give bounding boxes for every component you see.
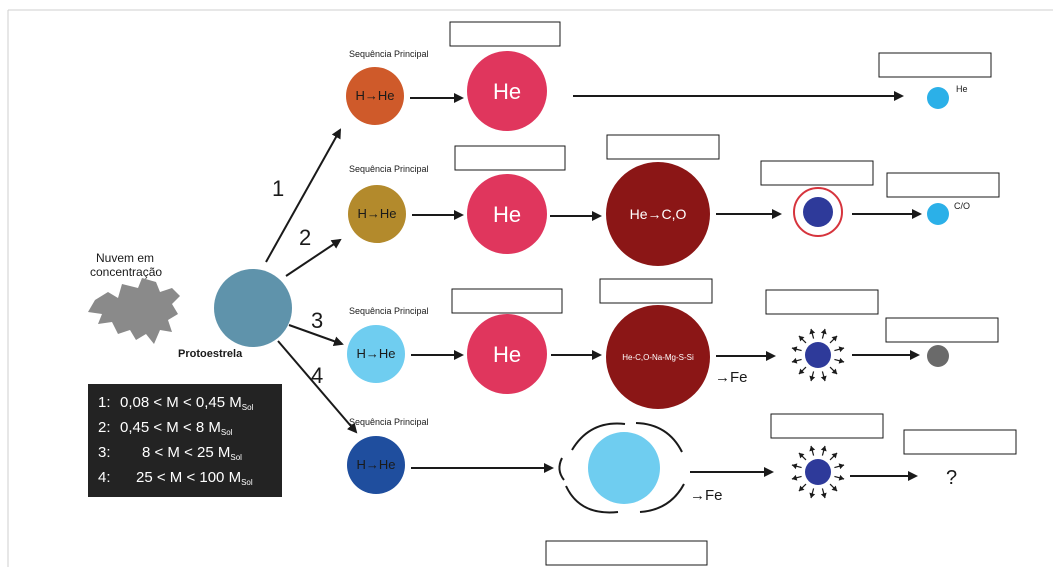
supernova-ray-head	[820, 375, 827, 382]
cloud-label-line1: Nuvem em	[96, 251, 154, 265]
branch-arrow-4	[277, 340, 358, 434]
remnant-label-row1: He	[956, 84, 968, 94]
supernova-ray-head	[831, 368, 838, 375]
blank-box-row4-remnant[interactable]	[903, 429, 1017, 455]
supernova-ray-head	[820, 328, 827, 335]
blank-box-row4-wolf-rayet[interactable]	[545, 540, 708, 566]
blank-box-row3-remnant[interactable]	[885, 317, 999, 343]
supernova-ray-head	[798, 485, 805, 492]
supernova-ray-head	[791, 463, 798, 470]
white-dwarf-row1	[927, 87, 949, 109]
blank-box-row2-he[interactable]	[454, 145, 566, 171]
path-number-4: 4	[311, 363, 323, 388]
legend-num-2: 2:	[98, 419, 111, 436]
supernova-ray-head	[809, 328, 816, 335]
ms-star-row4	[347, 436, 405, 494]
branch-arrow-1	[265, 128, 341, 263]
fe-label-row3: →Fe	[715, 369, 748, 386]
ms-label-row4: Sequência Principal	[349, 417, 429, 427]
ms-label-row1: Sequência Principal	[349, 49, 429, 59]
he-label-row1: He	[493, 79, 521, 104]
branch-arrow-3	[288, 324, 344, 347]
ms-star-row3	[347, 325, 405, 383]
supernova-ray-head	[798, 368, 805, 375]
he-star-row3	[467, 314, 547, 394]
supernova-rays-row3	[791, 328, 845, 382]
wolf-rayet-star-row4	[588, 432, 660, 504]
h-burn-label-row2: H→He	[357, 206, 396, 221]
supernova-ray-head	[838, 346, 845, 353]
blank-box-row1-remnant[interactable]	[878, 52, 992, 78]
legend-range-2: 0,45 < M < 8 MSol	[120, 419, 233, 437]
supernova-core-row3	[805, 342, 831, 368]
supernova-ray-head	[831, 485, 838, 492]
path-number-2: 2	[299, 225, 311, 250]
blank-box-row2-giant[interactable]	[606, 134, 720, 160]
supernova-ray-head	[831, 452, 838, 459]
red-giant-row2	[606, 162, 710, 266]
supernova-core-row4	[805, 459, 831, 485]
blank-box-row3-he[interactable]	[451, 288, 563, 314]
h-burn-label-row4: H→He	[356, 457, 395, 472]
supernova-ray-head	[791, 474, 798, 481]
mass-legend-box	[88, 384, 282, 497]
supernova-ray-head	[809, 445, 816, 452]
supernova-ray-head	[838, 474, 845, 481]
supernova-ray-head	[809, 492, 816, 499]
wolf-rayet-shell-row4	[558, 422, 685, 514]
supernova-ray-head	[791, 346, 798, 353]
path-number-1: 1	[272, 176, 284, 201]
giant-label-row3: He-C,O-Na-Mg-S-Si	[622, 353, 694, 362]
legend-range-3: 8 < M < 25 MSol	[142, 444, 242, 462]
blank-box-row3-giant[interactable]	[599, 278, 713, 304]
white-dwarf-row2	[927, 203, 949, 225]
blank-box-row3-supernova[interactable]	[765, 289, 879, 315]
supernova-ray-head	[838, 463, 845, 470]
protostar-circle	[214, 269, 292, 347]
he-star-row2	[467, 174, 547, 254]
h-burn-label-row3: H→He	[356, 346, 395, 361]
ms-label-row2: Sequência Principal	[349, 164, 429, 174]
legend-num-1: 1:	[98, 394, 111, 411]
remnant-label-row2: C/O	[954, 201, 970, 211]
branch-arrow-2	[285, 238, 342, 277]
blank-box-row2-remnant[interactable]	[886, 172, 1000, 198]
supernova-ray-head	[809, 375, 816, 382]
planetary-nebula-core-row2	[803, 197, 833, 227]
supernova-ray-head	[791, 357, 798, 364]
blank-box-row2-nebula[interactable]	[760, 160, 874, 186]
mass-legend: 1: 0,08 < M < 0,45 MSol 2: 0,45 < M < 8 …	[98, 394, 254, 487]
ms-label-row3: Sequência Principal	[349, 306, 429, 316]
supernova-ray-head	[820, 492, 827, 499]
blank-box-row1-he[interactable]	[449, 21, 561, 47]
legend-num-3: 3:	[98, 444, 111, 461]
red-giant-row3	[606, 305, 710, 409]
legend-num-4: 4:	[98, 469, 111, 486]
protostar-label: Protoestrela	[178, 348, 243, 360]
supernova-ray-head	[838, 357, 845, 364]
fe-label-row4: →Fe	[690, 487, 723, 504]
ms-star-row2	[348, 185, 406, 243]
supernova-ray-head	[798, 452, 805, 459]
he-star-row1	[467, 51, 547, 131]
he-label-row2: He	[493, 202, 521, 227]
path-number-3: 3	[311, 308, 323, 333]
legend-range-4: 25 < M < 100 MSol	[136, 469, 253, 487]
cloud-shape	[88, 278, 180, 344]
supernova-ray-head	[820, 445, 827, 452]
ms-star-row1	[346, 67, 404, 125]
cloud-label-line2: concentração	[90, 265, 162, 279]
unknown-remnant-row4: ?	[946, 467, 957, 489]
neutron-star-row3	[927, 345, 949, 367]
giant-label-row2: He→C,O	[630, 206, 687, 222]
h-burn-label-row1: H→He	[355, 88, 394, 103]
blank-box-row4-supernova[interactable]	[770, 413, 884, 439]
supernova-ray-head	[798, 335, 805, 342]
legend-range-1: 0,08 < M < 0,45 MSol	[120, 394, 254, 412]
he-label-row3: He	[493, 342, 521, 367]
supernova-rays-row4	[791, 445, 845, 499]
supernova-ray-head	[831, 335, 838, 342]
